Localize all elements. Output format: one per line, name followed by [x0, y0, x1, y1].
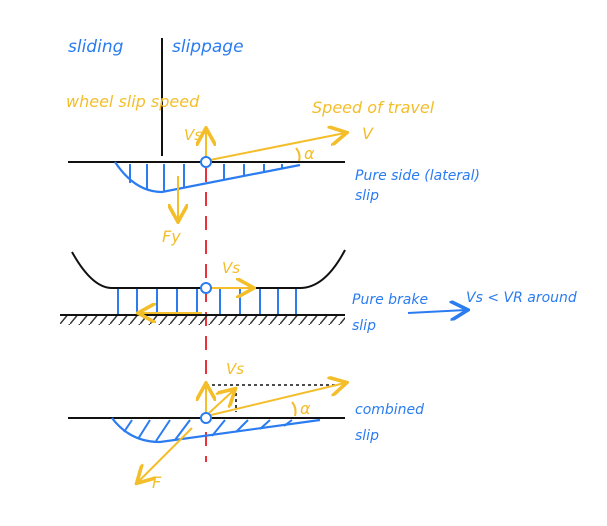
alpha-arc [291, 401, 297, 417]
wheel-slip-speed-label: wheel slip speed [66, 92, 200, 111]
combined-slip-label-2: slip [355, 428, 379, 444]
hatch-lines [123, 419, 293, 442]
force-arrow [138, 427, 193, 482]
travel-speed-arrow [210, 383, 345, 416]
travel-speed-arrow [209, 133, 345, 161]
fy-label: Fy [162, 227, 181, 246]
contact-point [200, 282, 212, 294]
ground-hatch [60, 315, 345, 325]
alpha-arc [295, 147, 301, 162]
vs-label: Vs [226, 360, 244, 378]
vs-arrow [207, 390, 234, 415]
slip-distribution-curve [111, 417, 321, 444]
brake-slip-section: Vs Pure brake slip Vs < VR around [60, 249, 577, 334]
brake-note: Vs < VR around [466, 290, 577, 306]
brake-slip-label-2: slip [352, 318, 376, 334]
alpha-label: α [300, 399, 311, 418]
tire-outline [71, 249, 346, 289]
v-label: V [362, 124, 374, 143]
combined-slip-label: combined [355, 402, 424, 418]
f-label: F [152, 473, 162, 492]
side-slip-label: Pure side (lateral) [355, 168, 480, 184]
alpha-label: α [304, 144, 315, 163]
note-arrow [407, 310, 466, 313]
speed-of-travel-label: Speed of travel [312, 98, 435, 117]
contact-point [200, 412, 212, 424]
side-slip-label-2: slip [355, 188, 379, 204]
sliding-label: sliding [68, 37, 124, 57]
slippage-label: slippage [172, 37, 244, 57]
side-slip-section: Vs α Speed of travel V Fy Pure side (lat… [68, 98, 480, 246]
hatch-lines [129, 164, 283, 191]
slip-distribution-curve [114, 161, 301, 194]
contact-point [200, 156, 212, 168]
vs-label: Vs [222, 259, 240, 277]
brake-slip-label: Pure brake [352, 292, 428, 308]
combined-slip-section: Vs α F combined slip [68, 360, 424, 492]
hatch-lines [117, 289, 297, 314]
vs-label: Vs [184, 126, 202, 144]
